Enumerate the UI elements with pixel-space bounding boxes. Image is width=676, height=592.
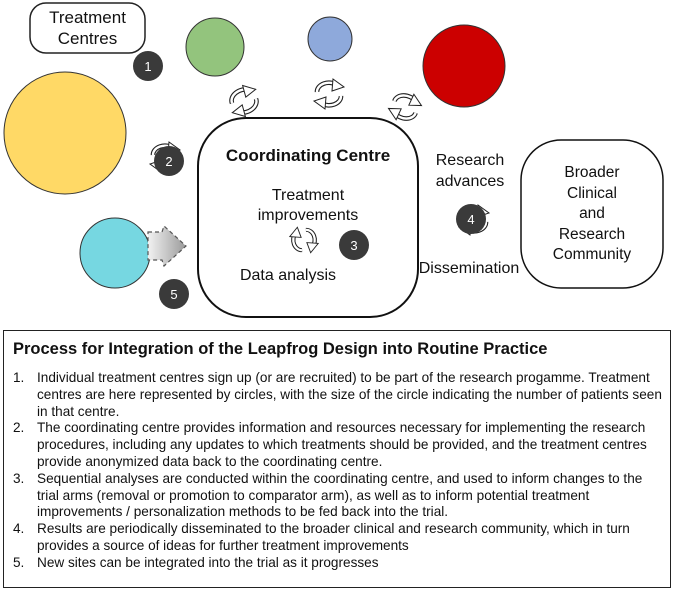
list-item-text: Sequential analyses are conducted within… <box>37 470 643 520</box>
legend-title: Process for Integration of the Leapfrog … <box>13 340 548 358</box>
step-badge-2: 2 <box>154 146 184 176</box>
list-item-text: Results are periodically disseminated to… <box>37 521 630 553</box>
list-item: 4. Results are periodically disseminated … <box>13 521 663 555</box>
list-item-text: New sites can be integrated into the tri… <box>37 554 379 570</box>
exchange-cycle-arrows-icon <box>386 88 424 126</box>
list-item-text: Individual treatment centres sign up (or… <box>37 370 662 419</box>
svg-text:4: 4 <box>467 212 474 227</box>
svg-text:2: 2 <box>165 154 172 169</box>
broader-community-label: Broader Clinical and Research Community <box>552 164 632 263</box>
legend-step-list: 1. Individual treatment centres sign up (… <box>13 370 663 572</box>
treatment-centre-circle-red <box>422 24 506 108</box>
list-item-text: The coordinating centre provides informa… <box>37 420 647 469</box>
coordinating-centre-box <box>197 117 419 318</box>
coordinating-centre-title: Coordinating Centre <box>225 146 391 165</box>
svg-text:1: 1 <box>144 59 151 74</box>
list-item-number: 1. <box>13 370 25 385</box>
list-item-number: 4. <box>13 521 25 537</box>
exchange-cycle-arrows-icon <box>225 82 263 120</box>
research-advances-label: Research advances <box>435 152 505 190</box>
svg-text:5: 5 <box>170 287 177 302</box>
treatment-centres-box <box>29 2 146 54</box>
treatment-improvements-label: Treatment improvements <box>257 187 359 224</box>
data-analysis-label: Data analysis <box>239 267 337 284</box>
step-badge-1: 1 <box>133 51 163 81</box>
process-legend-box: Process for Integration of the Leapfrog … <box>3 330 671 588</box>
list-item: 2. The coordinating centre provides infor… <box>13 420 663 470</box>
list-item-number: 2. <box>13 420 25 436</box>
step-badge-5: 5 <box>159 279 189 309</box>
list-item: 5. New sites can be integrated into the t… <box>13 555 663 572</box>
treatment-centre-circle-yellow <box>3 71 127 195</box>
broader-community-box <box>520 139 664 289</box>
step-badge-4: 4 <box>456 204 486 234</box>
svg-text:3: 3 <box>350 238 357 253</box>
treatment-centre-circle-blue <box>307 16 353 62</box>
new-site-arrow-icon <box>147 224 187 268</box>
treatment-centres-label: Treatment Centres <box>49 8 126 48</box>
process-diagram: 1 2 3 4 5 <box>3 2 664 318</box>
list-item: 3. Sequential analyses are conducted with… <box>13 471 663 521</box>
exchange-cycle-arrows-icon <box>314 79 344 109</box>
list-item-number: 3. <box>13 470 25 486</box>
step-badge-3: 3 <box>339 230 369 260</box>
dissemination-label: Dissemination <box>418 260 520 277</box>
list-item-number: 5. <box>13 554 25 570</box>
treatment-centre-circle-green <box>185 17 245 77</box>
new-site-circle-cyan <box>79 217 151 289</box>
list-item: 1. Individual treatment centres sign up (… <box>13 370 663 420</box>
